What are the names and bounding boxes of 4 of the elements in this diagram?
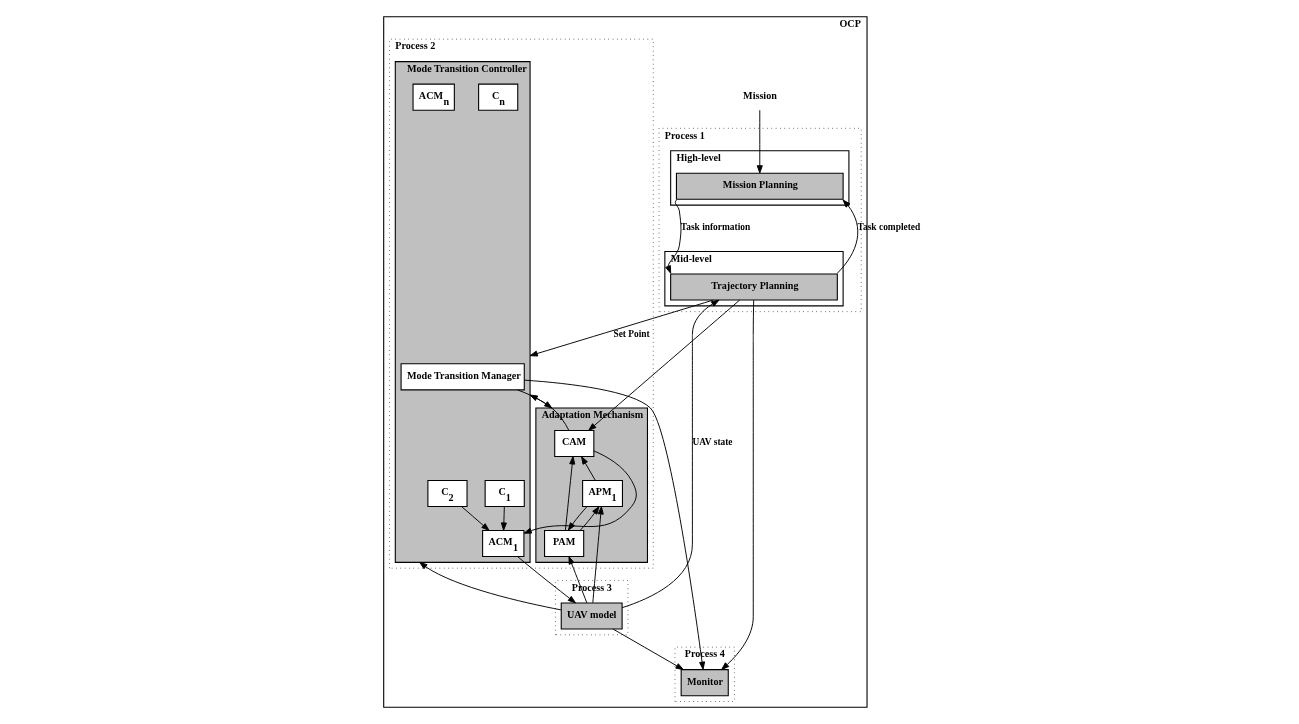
node-text: Mission: [742, 90, 777, 102]
edge-label: UAV state: [691, 437, 733, 448]
edge-label: Set Point: [612, 328, 650, 339]
edge-label: Task information: [680, 222, 750, 233]
